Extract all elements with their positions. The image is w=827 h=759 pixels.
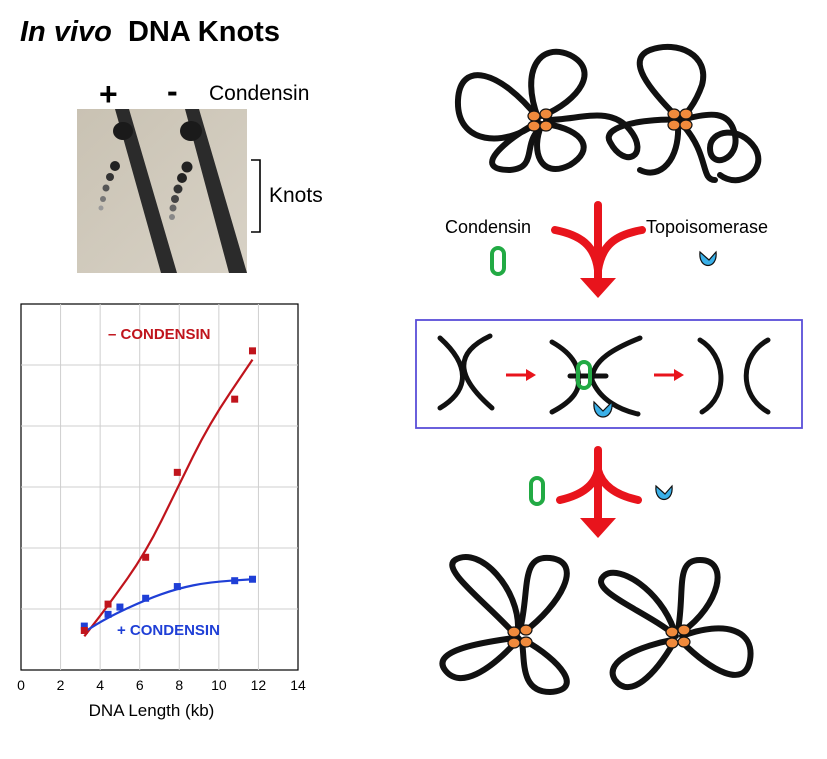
condensin-ring-icon-bottom <box>529 476 545 506</box>
topoisomerase-icon-bottom <box>655 484 673 501</box>
top-loop-anchors <box>527 108 693 132</box>
data-point-minus-condensin <box>142 553 150 561</box>
topoisomerase-icon-middle <box>593 400 613 418</box>
merge-arrow-bottom-head <box>580 518 616 538</box>
merge-arrow-top <box>551 201 646 284</box>
x-tick-label: 12 <box>251 677 267 693</box>
knots-bracket <box>251 159 261 233</box>
legend-minus-condensin: – CONDENSIN <box>108 326 211 343</box>
strands-resolved <box>697 337 771 415</box>
condensin-ring-icon <box>490 246 506 276</box>
data-point-minus-condensin <box>231 395 239 403</box>
topoisomerase-icon <box>699 250 717 267</box>
data-point-plus-condensin <box>248 575 256 583</box>
bottom-loop-anchors <box>507 624 691 649</box>
x-tick-label: 0 <box>17 677 25 693</box>
tangled-dna-loops <box>454 43 762 184</box>
legend-plus-condensin: + CONDENSIN <box>117 622 220 639</box>
data-point-minus-condensin <box>80 626 88 634</box>
data-point-plus-condensin <box>116 603 124 611</box>
x-tick-label: 6 <box>136 677 144 693</box>
gel-image <box>77 109 247 273</box>
merge-arrow-top-head <box>580 278 616 298</box>
title-rest: DNA Knots <box>127 16 280 48</box>
merge-arrow-bottom <box>556 446 642 524</box>
data-point-plus-condensin <box>173 583 181 591</box>
data-point-plus-condensin <box>80 622 88 630</box>
figure-title: In vivo DNA Knots <box>20 16 280 49</box>
x-tick-label: 4 <box>96 677 104 693</box>
mechanism-diagram <box>415 43 803 695</box>
topoisomerase-label: Topoisomerase <box>646 217 769 237</box>
step-arrow-1 <box>506 369 536 381</box>
resolved-dna-loops <box>439 554 754 695</box>
condensin-label: Condensin <box>445 217 532 237</box>
title-italic: In vivo <box>20 16 112 48</box>
data-points <box>80 347 256 634</box>
chart-grid <box>21 304 298 670</box>
x-tick-label: 14 <box>290 677 306 693</box>
gel-plus-sign: + <box>99 76 118 112</box>
gel-bracket-label: Knots <box>269 184 323 207</box>
fit-curve-plus-condensin <box>83 578 253 633</box>
x-tick-label: 8 <box>175 677 183 693</box>
x-axis-label: DNA Length (kb) <box>89 701 215 720</box>
data-point-minus-condensin <box>104 600 112 608</box>
x-tick-label: 2 <box>57 677 65 693</box>
fit-curve-minus-condensin <box>83 359 254 638</box>
condensin-ring-icon-middle <box>576 360 592 390</box>
fit-curves <box>83 359 254 638</box>
data-point-plus-condensin <box>104 610 112 618</box>
strand-passage-step <box>549 335 643 417</box>
gel-lane-label: Condensin <box>209 82 310 105</box>
data-point-plus-condensin <box>231 577 239 585</box>
x-tick-label: 10 <box>211 677 227 693</box>
data-point-minus-condensin <box>173 468 181 476</box>
gel-minus-sign: - <box>167 73 178 109</box>
data-point-plus-condensin <box>142 594 150 602</box>
strand-crossing-knotted <box>437 333 495 411</box>
data-point-minus-condensin <box>248 347 256 355</box>
step-arrow-2 <box>654 369 684 381</box>
mechanism-frame <box>415 319 803 429</box>
x-axis-ticks: 0 2 4 6 8 10 12 14 <box>17 677 306 693</box>
